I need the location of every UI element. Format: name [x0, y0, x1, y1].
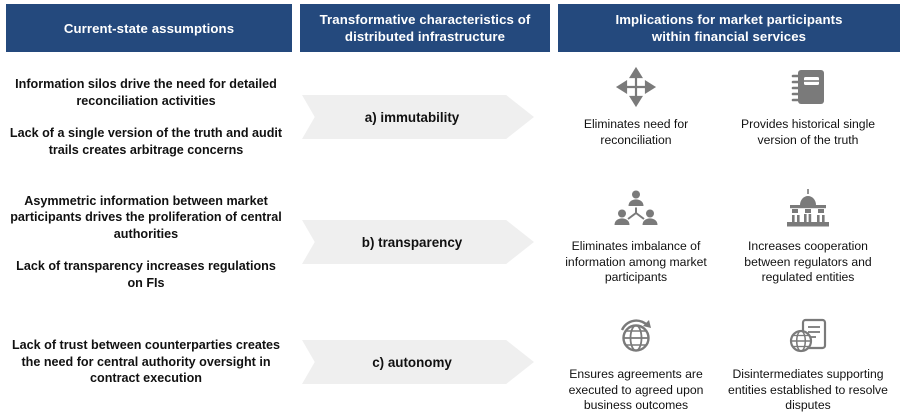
implication-caption: Ensures agreements are executed to agree…	[568, 367, 704, 412]
implications-cell-row1: Eliminates need for reconciliation	[544, 56, 900, 178]
chevron-shape-immutability[interactable]: a) immutability	[302, 95, 534, 139]
implication-caption: Increases cooperation between regulators…	[744, 239, 872, 284]
column-header-implications-line1: Implications for market participants	[615, 12, 843, 27]
implication-item: Ensures agreements are executed to agree…	[550, 312, 722, 414]
assumptions-cell-row2: Asymmetric information between market pa…	[0, 178, 292, 306]
implication-item: Provides historical single version of th…	[722, 62, 894, 148]
characteristic-cell-row2: b) transparency	[292, 178, 544, 306]
column-header-assumptions-line1: Current-state assumptions	[63, 20, 235, 36]
globe-document-icon	[780, 312, 836, 362]
assumption-statement: Information silos drive the need for det…	[15, 77, 277, 108]
people-network-icon	[608, 184, 664, 234]
globe-refresh-icon	[608, 312, 664, 362]
assumption-statement: Lack of a single version of the truth an…	[9, 126, 283, 157]
assumptions-cell-row1: Information silos drive the need for det…	[0, 56, 292, 178]
characteristic-cell-row3: c) autonomy	[292, 306, 544, 418]
chevron-shape-autonomy[interactable]: c) autonomy	[302, 340, 534, 384]
implication-item: Eliminates imbalance of information amon…	[550, 184, 722, 286]
assumption-statement: Lack of trust between counterparties cre…	[11, 338, 281, 386]
chevron-shape-transparency[interactable]: b) transparency	[302, 220, 534, 264]
implication-item: Eliminates need for reconciliation	[550, 62, 722, 148]
four-way-arrows-icon	[608, 62, 664, 112]
assumption-statement: Lack of transparency increases regulatio…	[16, 259, 276, 290]
column-header-characteristics: Transformative characteristics of distri…	[300, 4, 550, 52]
government-building-icon	[780, 184, 836, 234]
chevron-label: c) autonomy	[372, 354, 452, 370]
implication-item: Disintermediates supporting entities est…	[722, 312, 894, 414]
table-row: Asymmetric information between market pa…	[0, 178, 900, 306]
column-header-implications: Implications for market participants wit…	[558, 4, 900, 52]
body-grid: Information silos drive the need for det…	[0, 56, 900, 418]
implication-item: Increases cooperation between regulators…	[722, 184, 894, 286]
implications-cell-row3: Ensures agreements are executed to agree…	[544, 306, 900, 418]
implication-caption: Eliminates imbalance of information amon…	[565, 239, 707, 284]
chevron-label: b) transparency	[361, 234, 463, 250]
column-header-characteristics-line1: Transformative characteristics of	[319, 12, 531, 27]
table-row: Information silos drive the need for det…	[0, 56, 900, 178]
assumption-statement: Asymmetric information between market pa…	[10, 193, 282, 241]
assumptions-cell-row3: Lack of trust between counterparties cre…	[0, 306, 292, 418]
implications-cell-row2: Eliminates imbalance of information amon…	[544, 178, 900, 306]
column-header-implications-line2: within financial services	[651, 29, 807, 44]
header-row: Current-state assumptions Transformative…	[0, 4, 900, 52]
column-header-characteristics-line2: distributed infrastructure	[344, 29, 506, 44]
table-row: Lack of trust between counterparties cre…	[0, 306, 900, 418]
implication-caption: Eliminates need for reconciliation	[583, 117, 689, 147]
implication-caption: Disintermediates supporting entities est…	[728, 367, 888, 412]
chevron-label: a) immutability	[364, 109, 460, 125]
spiral-notebook-icon	[780, 62, 836, 112]
characteristic-cell-row1: a) immutability	[292, 56, 544, 178]
column-header-assumptions: Current-state assumptions	[6, 4, 292, 52]
implication-caption: Provides historical single version of th…	[740, 117, 876, 147]
